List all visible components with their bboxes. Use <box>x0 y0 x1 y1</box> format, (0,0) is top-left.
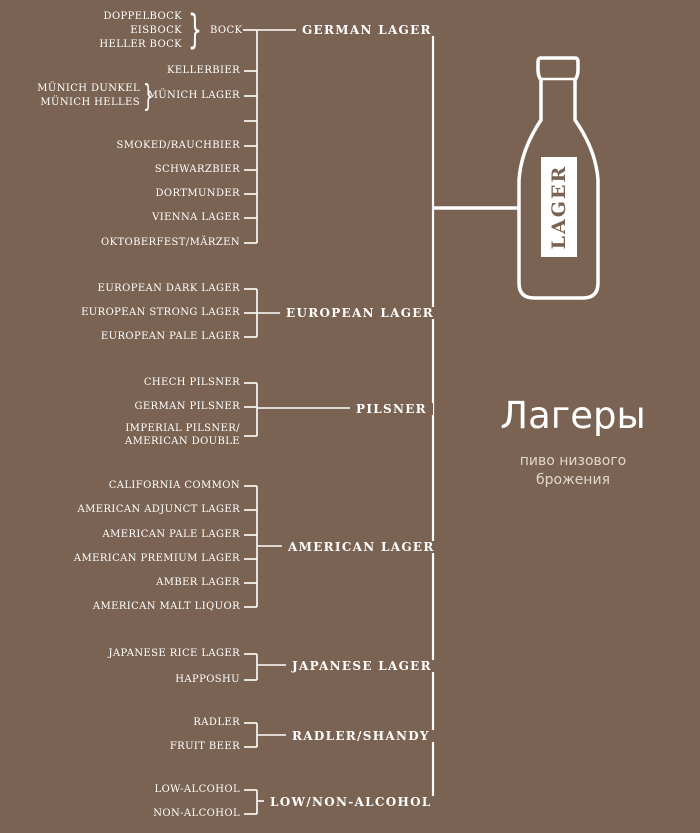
bottle-outline <box>517 56 600 300</box>
leaf-fruit-beer: FRUIT BEER <box>169 741 240 752</box>
leaf-amber-lager: AMBER LAGER <box>156 577 240 588</box>
leaf-non-alcohol: NON-ALCOHOL <box>153 808 240 819</box>
leaf-doppelbock: DOPPELBOCK <box>103 11 182 22</box>
leaf-japanese-rice-lager: JAPANESE RICE LAGER <box>108 648 240 659</box>
leaf-european-pale-lager: EUROPEAN PALE LAGER <box>100 331 240 342</box>
leaf-european-dark-lager: EUROPEAN DARK LAGER <box>97 283 240 294</box>
bottle-label: LAGER <box>548 164 570 250</box>
brace-icon: } <box>188 7 202 53</box>
leaf-munich-lager: MÜNICH LAGER <box>147 90 240 101</box>
group-european-lager: EUROPEAN LAGER <box>280 307 440 319</box>
leaf-munich-dunkel: MÜNICH DUNKEL <box>37 83 140 94</box>
leaf-heller-bock: HELLER BOCK <box>99 39 182 50</box>
leaf-american-double: AMERICAN DOUBLE <box>125 436 240 447</box>
leaf-german-pilsner: GERMAN PILSNER <box>134 401 240 412</box>
leaf-radler: RADLER <box>193 717 240 728</box>
leaf-kellerbier: KELLERBIER <box>166 65 240 76</box>
brace-icon: } <box>143 79 154 114</box>
leaf-oktoberfest: OKTOBERFEST/MÄRZEN <box>100 237 240 248</box>
page-title: Лагеры <box>500 394 646 437</box>
group-pilsner: PILSNER <box>350 403 433 415</box>
leaf-happoshu: HAPPOSHU <box>175 674 240 685</box>
leaf-schwarzbier: SCHWARZBIER <box>154 164 240 175</box>
group-radler-shandy: RADLER/SHANDY <box>286 730 436 742</box>
leaf-vienna-lager: VIENNA LAGER <box>152 212 240 223</box>
bottle-label-panel <box>541 157 577 257</box>
leaf-imperial-pilsner: IMPERIAL PILSNER/ <box>125 423 240 434</box>
leaf-smoked-rauchbier: SMOKED/RAUCHBIER <box>116 140 240 151</box>
leaf-european-strong-lager: EUROPEAN STRONG LAGER <box>81 307 240 318</box>
leaf-low-alcohol: LOW-ALCOHOL <box>154 784 240 795</box>
leaf-munich-helles: MÜNICH HELLES <box>40 97 140 108</box>
group-low-non-alcohol: LOW/NON-ALCOHOL <box>264 796 438 808</box>
leaf-dortmunder: DORTMUNDER <box>155 188 240 199</box>
leaf-california-common: CALIFORNIA COMMON <box>108 480 240 491</box>
leaf-chech-pilsner: CHECH PILSNER <box>143 377 240 388</box>
group-german-lager: GERMAN LAGER <box>296 24 438 36</box>
leaf-eisbock: EISBOCK <box>130 25 182 36</box>
leaf-american-malt-liquor: AMERICAN MALT LIQUOR <box>92 601 240 612</box>
page-subtitle: пиво низового брожения <box>519 453 627 488</box>
leaf-american-pale-lager: AMERICAN PALE LAGER <box>102 529 240 540</box>
leaf-american-adjunct-lager: AMERICAN ADJUNCT LAGER <box>77 504 240 515</box>
group-american-lager: AMERICAN LAGER <box>282 541 441 553</box>
group-japanese-lager: JAPANESE LAGER <box>286 660 438 672</box>
leaf-american-premium-lager: AMERICAN PREMIUM LAGER <box>73 553 240 564</box>
leaf-bock: BOCK <box>210 25 243 36</box>
